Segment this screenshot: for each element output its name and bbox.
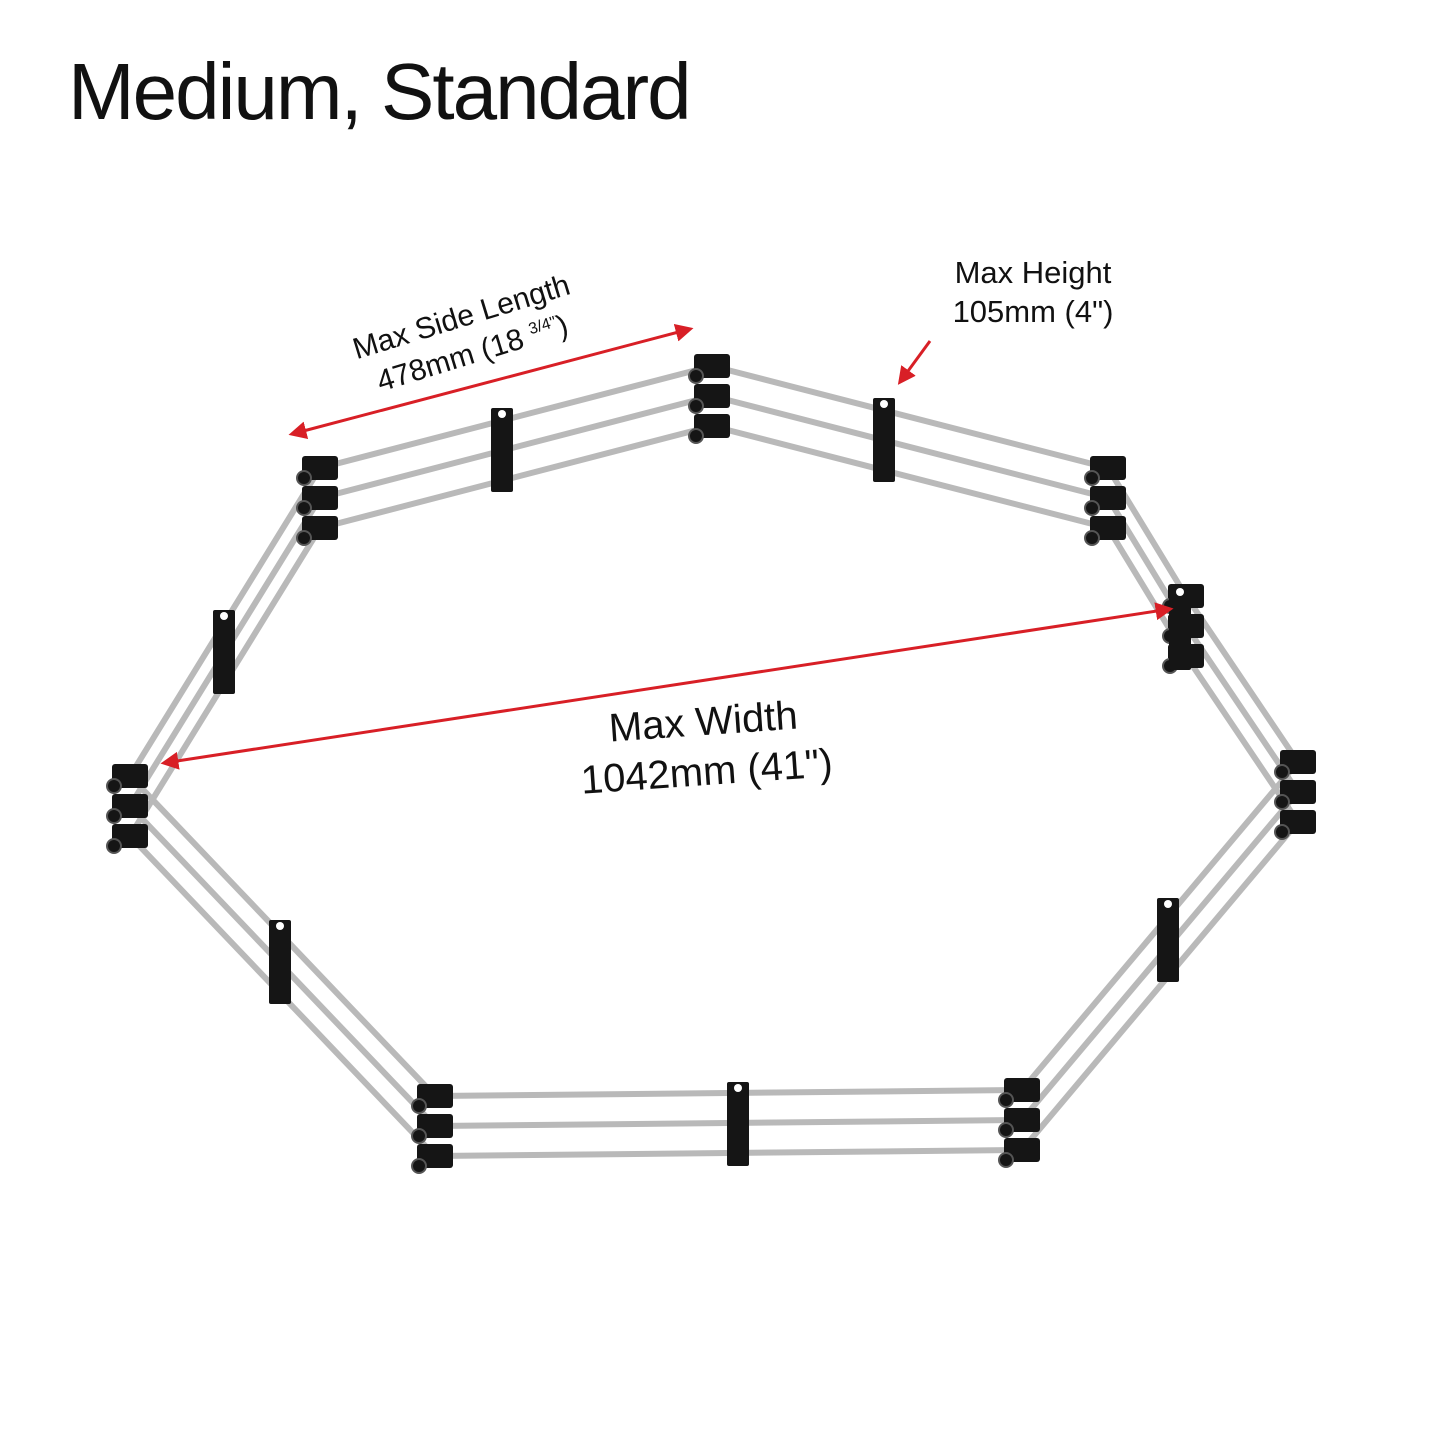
corner-connector <box>1004 1078 1040 1102</box>
spacer-hole <box>734 1084 742 1092</box>
connector-knob <box>106 778 122 794</box>
connector-knob <box>106 808 122 824</box>
fence-rail <box>1183 653 1301 825</box>
fence-rail <box>317 423 715 531</box>
corner-connector <box>1280 750 1316 774</box>
fence-connectors <box>106 354 1316 1174</box>
connector-knob <box>296 500 312 516</box>
connector-knob <box>688 428 704 444</box>
fence-rail <box>1183 593 1301 765</box>
corner-connector <box>694 354 730 378</box>
connector-knob <box>1084 530 1100 546</box>
connector-knob <box>998 1152 1014 1168</box>
connector-knob <box>1274 794 1290 810</box>
mid-spacer <box>1157 898 1179 982</box>
connector-knob <box>998 1092 1014 1108</box>
connector-knob <box>1084 500 1100 516</box>
corner-connector <box>112 824 148 848</box>
height-arrow <box>897 340 932 385</box>
fence-rail <box>709 393 1111 501</box>
height-label: Max Height 105mm (4") <box>928 254 1138 332</box>
connector-knob <box>1274 764 1290 780</box>
fence-rail <box>1019 819 1301 1153</box>
corner-connector <box>1004 1138 1040 1162</box>
side-length-arrow <box>288 323 694 440</box>
mid-spacer <box>213 610 235 694</box>
corner-connector <box>417 1144 453 1168</box>
spacer-hole <box>1176 588 1184 596</box>
height-value: 105mm (4") <box>952 293 1114 329</box>
connector-knob <box>688 368 704 384</box>
corner-connector <box>417 1084 453 1108</box>
connector-knob <box>411 1128 427 1144</box>
corner-connector <box>1090 486 1126 510</box>
mid-spacer <box>269 920 291 1004</box>
corner-connector <box>1090 456 1126 480</box>
corner-connector <box>1280 810 1316 834</box>
corner-connector <box>1004 1108 1040 1132</box>
spacer-hole <box>220 612 228 620</box>
corner-connector <box>302 456 338 480</box>
spacer-hole <box>276 922 284 930</box>
mid-spacer <box>873 398 895 482</box>
connector-knob <box>1274 824 1290 840</box>
connector-knob <box>411 1158 427 1174</box>
corner-connector <box>1090 516 1126 540</box>
fence-rail <box>1183 623 1301 795</box>
spacer-hole <box>880 400 888 408</box>
spacer-hole <box>1164 900 1172 908</box>
fence-rail <box>709 363 1111 471</box>
corner-connector <box>302 486 338 510</box>
corner-connector <box>112 794 148 818</box>
corner-connector <box>417 1114 453 1138</box>
height-title: Max Height <box>954 255 1112 290</box>
mid-spacer <box>1169 586 1191 670</box>
mid-spacer <box>727 1082 749 1166</box>
connector-knob <box>296 530 312 546</box>
corner-connector <box>112 764 148 788</box>
connector-knob <box>296 470 312 486</box>
fence-rail <box>709 423 1111 531</box>
mid-spacer <box>491 408 513 492</box>
corner-connector <box>302 516 338 540</box>
spacer-hole <box>498 410 506 418</box>
page-title: Medium, Standard <box>68 47 692 136</box>
connector-knob <box>1084 470 1100 486</box>
corner-connector <box>694 414 730 438</box>
connector-knob <box>411 1098 427 1114</box>
connector-knob <box>106 838 122 854</box>
corner-connector <box>694 384 730 408</box>
width-arrow <box>160 602 1174 770</box>
corner-connector <box>1280 780 1316 804</box>
connector-knob <box>998 1122 1014 1138</box>
connector-knob <box>688 398 704 414</box>
